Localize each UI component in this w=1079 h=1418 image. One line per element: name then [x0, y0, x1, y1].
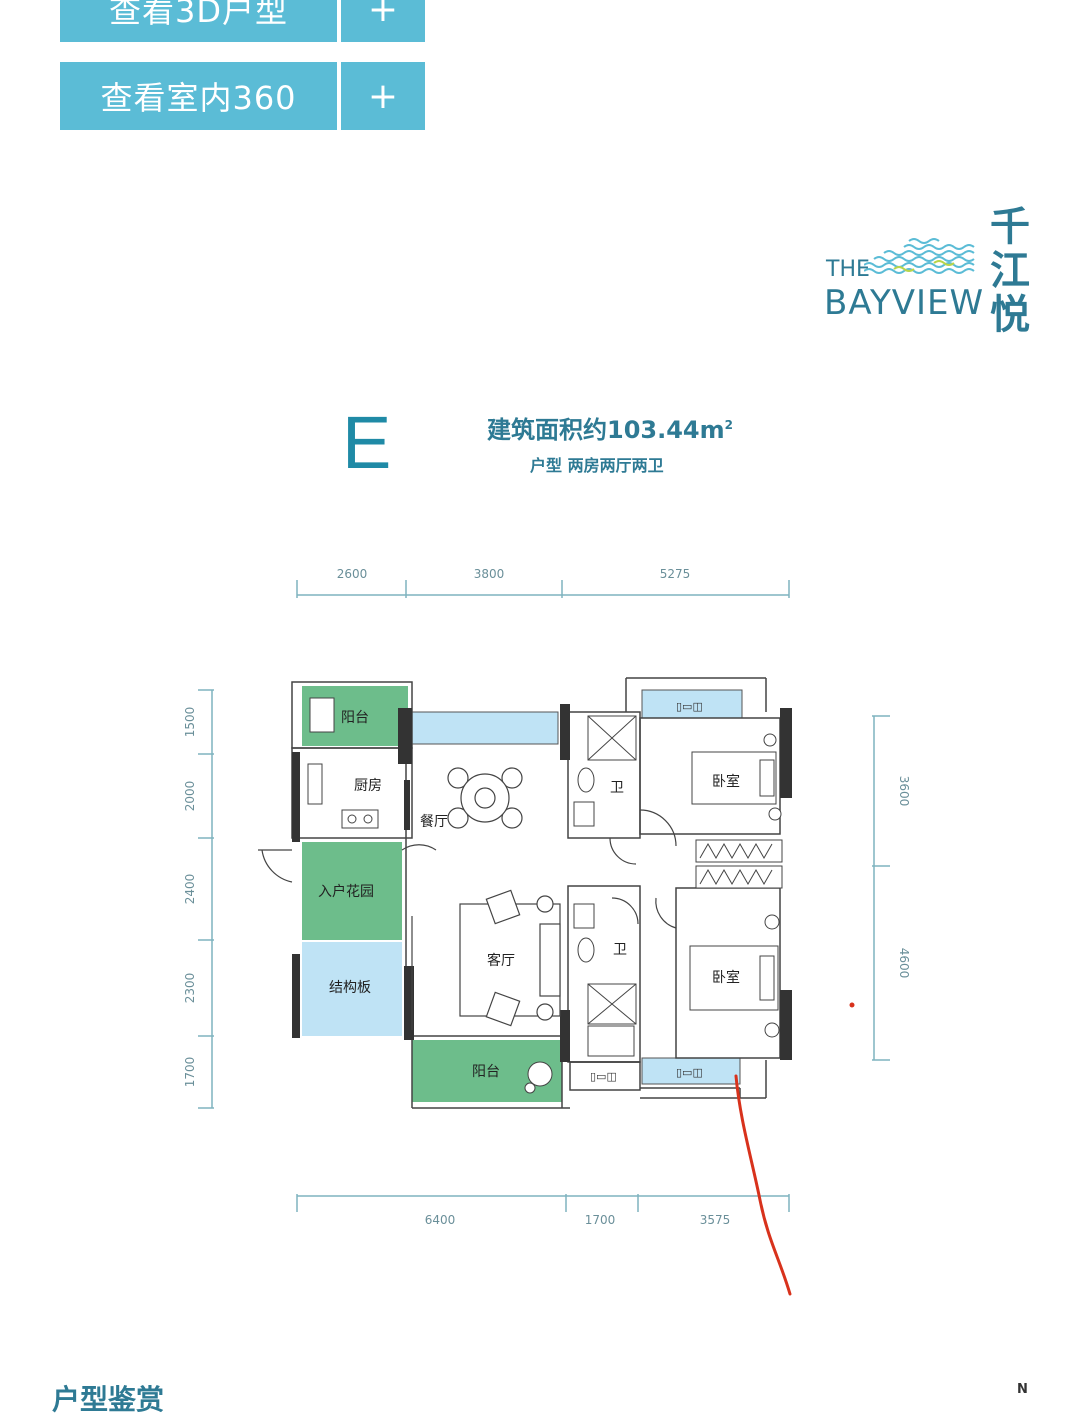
bedroom-top-window	[641, 689, 743, 719]
footer-title: 户型鉴赏	[52, 1383, 165, 1416]
svg-text:▯▭◫: ▯▭◫	[676, 700, 703, 713]
dim-left-1: 1500	[183, 707, 197, 738]
brand-chinese-text: 千江悦	[990, 204, 1030, 338]
unit-area: 建筑面积约103.44m2	[487, 416, 733, 444]
unit-layout: 户型 两房两厅两卫	[530, 456, 664, 475]
room-bath-bottom: 卫	[613, 942, 627, 958]
dim-left-4: 2300	[183, 973, 197, 1004]
svg-text:▯▭◫: ▯▭◫	[676, 1066, 703, 1079]
dim-top-1: 2600	[337, 567, 368, 581]
room-entry-garden: 入户花园	[318, 883, 374, 900]
brand-logo: THE BAYVIEW 千江悦	[822, 205, 1042, 345]
room-bath-top: 卫	[610, 780, 624, 796]
view-3d-plus-icon[interactable]: +	[341, 0, 425, 42]
unit-type-letter: E	[342, 401, 392, 484]
ac-markers: ▯▭◫ ▯▭◫ ▯▭◫	[590, 700, 703, 1083]
room-kitchen: 厨房	[354, 778, 382, 794]
room-balcony-bottom: 阳台	[472, 1064, 500, 1080]
left-dimension-line	[198, 689, 214, 1109]
brand-the-text: THE	[826, 257, 870, 282]
north-indicator: N	[1017, 1382, 1028, 1397]
room-bedroom-top: 卧室	[712, 773, 740, 790]
red-annotation-stroke	[734, 1074, 792, 1296]
view-3d-row: 查看3D户型 +	[60, 0, 425, 42]
structure-board-area	[302, 942, 402, 1036]
dim-right-1: 3600	[897, 776, 911, 807]
thick-walls	[292, 704, 792, 1062]
room-dining: 餐厅	[420, 814, 448, 830]
red-annotation-dot	[849, 1002, 855, 1008]
dining-window-area	[411, 711, 559, 745]
dim-bottom-1: 6400	[425, 1213, 456, 1227]
living-furniture-icon	[411, 889, 561, 1030]
dim-top-2: 3800	[474, 567, 505, 581]
wardrobe-icon	[695, 839, 783, 889]
door-arcs	[258, 809, 677, 929]
dining-table-icon	[447, 767, 523, 829]
view-3d-button[interactable]: 查看3D户型	[60, 0, 337, 42]
bathroom-fixtures-icon	[573, 715, 637, 1057]
brand-bayview-text: BAYVIEW	[824, 283, 985, 323]
room-living: 客厅	[487, 952, 515, 969]
kitchen-fixtures-icon	[307, 697, 379, 829]
top-dimension-line	[296, 580, 790, 598]
room-balcony-top: 阳台	[341, 710, 369, 726]
room-bedroom-bottom: 卧室	[712, 969, 740, 986]
room-structure-board: 结构板	[329, 980, 371, 996]
dim-left-2: 2000	[183, 781, 197, 812]
right-dimension-line	[872, 715, 890, 1061]
bottom-dimension-line	[296, 1194, 790, 1212]
beds-icon	[689, 733, 782, 1038]
balcony-table-icon	[524, 1061, 553, 1094]
dim-bottom-2: 1700	[585, 1213, 616, 1227]
dim-left-5: 1700	[183, 1057, 197, 1088]
view-360-button[interactable]: 查看室内360	[60, 62, 337, 130]
svg-text:▯▭◫: ▯▭◫	[590, 1070, 617, 1083]
dim-right-2: 4600	[897, 948, 911, 979]
view-360-plus-icon[interactable]: +	[341, 62, 425, 130]
dim-bottom-3: 3575	[700, 1213, 731, 1227]
entry-garden-area	[302, 842, 402, 940]
wave-logo-icon	[864, 238, 975, 274]
dim-top-3: 5275	[660, 567, 691, 581]
view-360-row: 查看室内360 +	[60, 62, 425, 130]
dim-left-3: 2400	[183, 874, 197, 905]
